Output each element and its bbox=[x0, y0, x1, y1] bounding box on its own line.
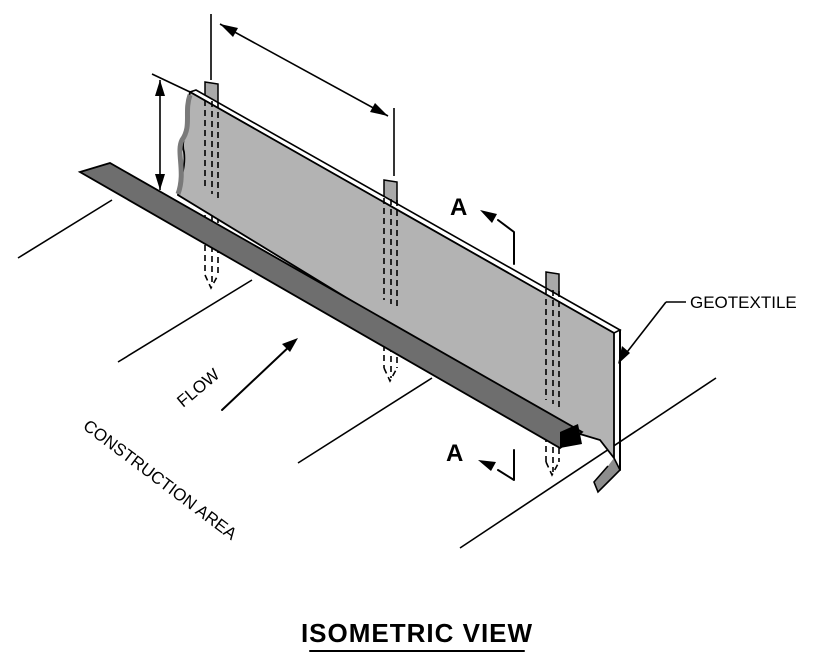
ground-line-1 bbox=[17, 199, 113, 259]
section-label-top: A bbox=[450, 194, 467, 221]
section-marker-top: A bbox=[450, 194, 515, 265]
view-title: ISOMETRIC VIEW bbox=[301, 618, 533, 652]
trench-flap bbox=[77, 162, 584, 450]
geotextile-leader: GEOTEXTILE bbox=[618, 293, 797, 364]
section-label-bottom: A bbox=[446, 440, 463, 467]
section-marker-bottom: A bbox=[446, 440, 515, 481]
ground-line-2 bbox=[117, 279, 253, 363]
ground-line-3 bbox=[297, 377, 433, 464]
fabric-trench-fold bbox=[593, 457, 621, 494]
title-text: ISOMETRIC VIEW bbox=[301, 618, 533, 648]
spacing-dimension bbox=[210, 14, 395, 176]
flow-arrowhead-icon bbox=[282, 338, 298, 352]
construction-area-label: CONSTRUCTION AREA bbox=[80, 416, 241, 544]
fabric-torn-edge-shadow bbox=[175, 94, 193, 195]
ground-line-4 bbox=[459, 377, 717, 549]
height-dimension bbox=[151, 73, 191, 190]
flow-label: FLOW bbox=[173, 365, 223, 411]
geotextile-label: GEOTEXTILE bbox=[690, 293, 797, 312]
trench-end-block bbox=[560, 424, 582, 448]
geotextile-fabric bbox=[175, 89, 622, 494]
flow-arrow: FLOW bbox=[173, 338, 298, 411]
post-shafts-over-fabric bbox=[204, 100, 560, 408]
ground-lines bbox=[17, 199, 717, 549]
